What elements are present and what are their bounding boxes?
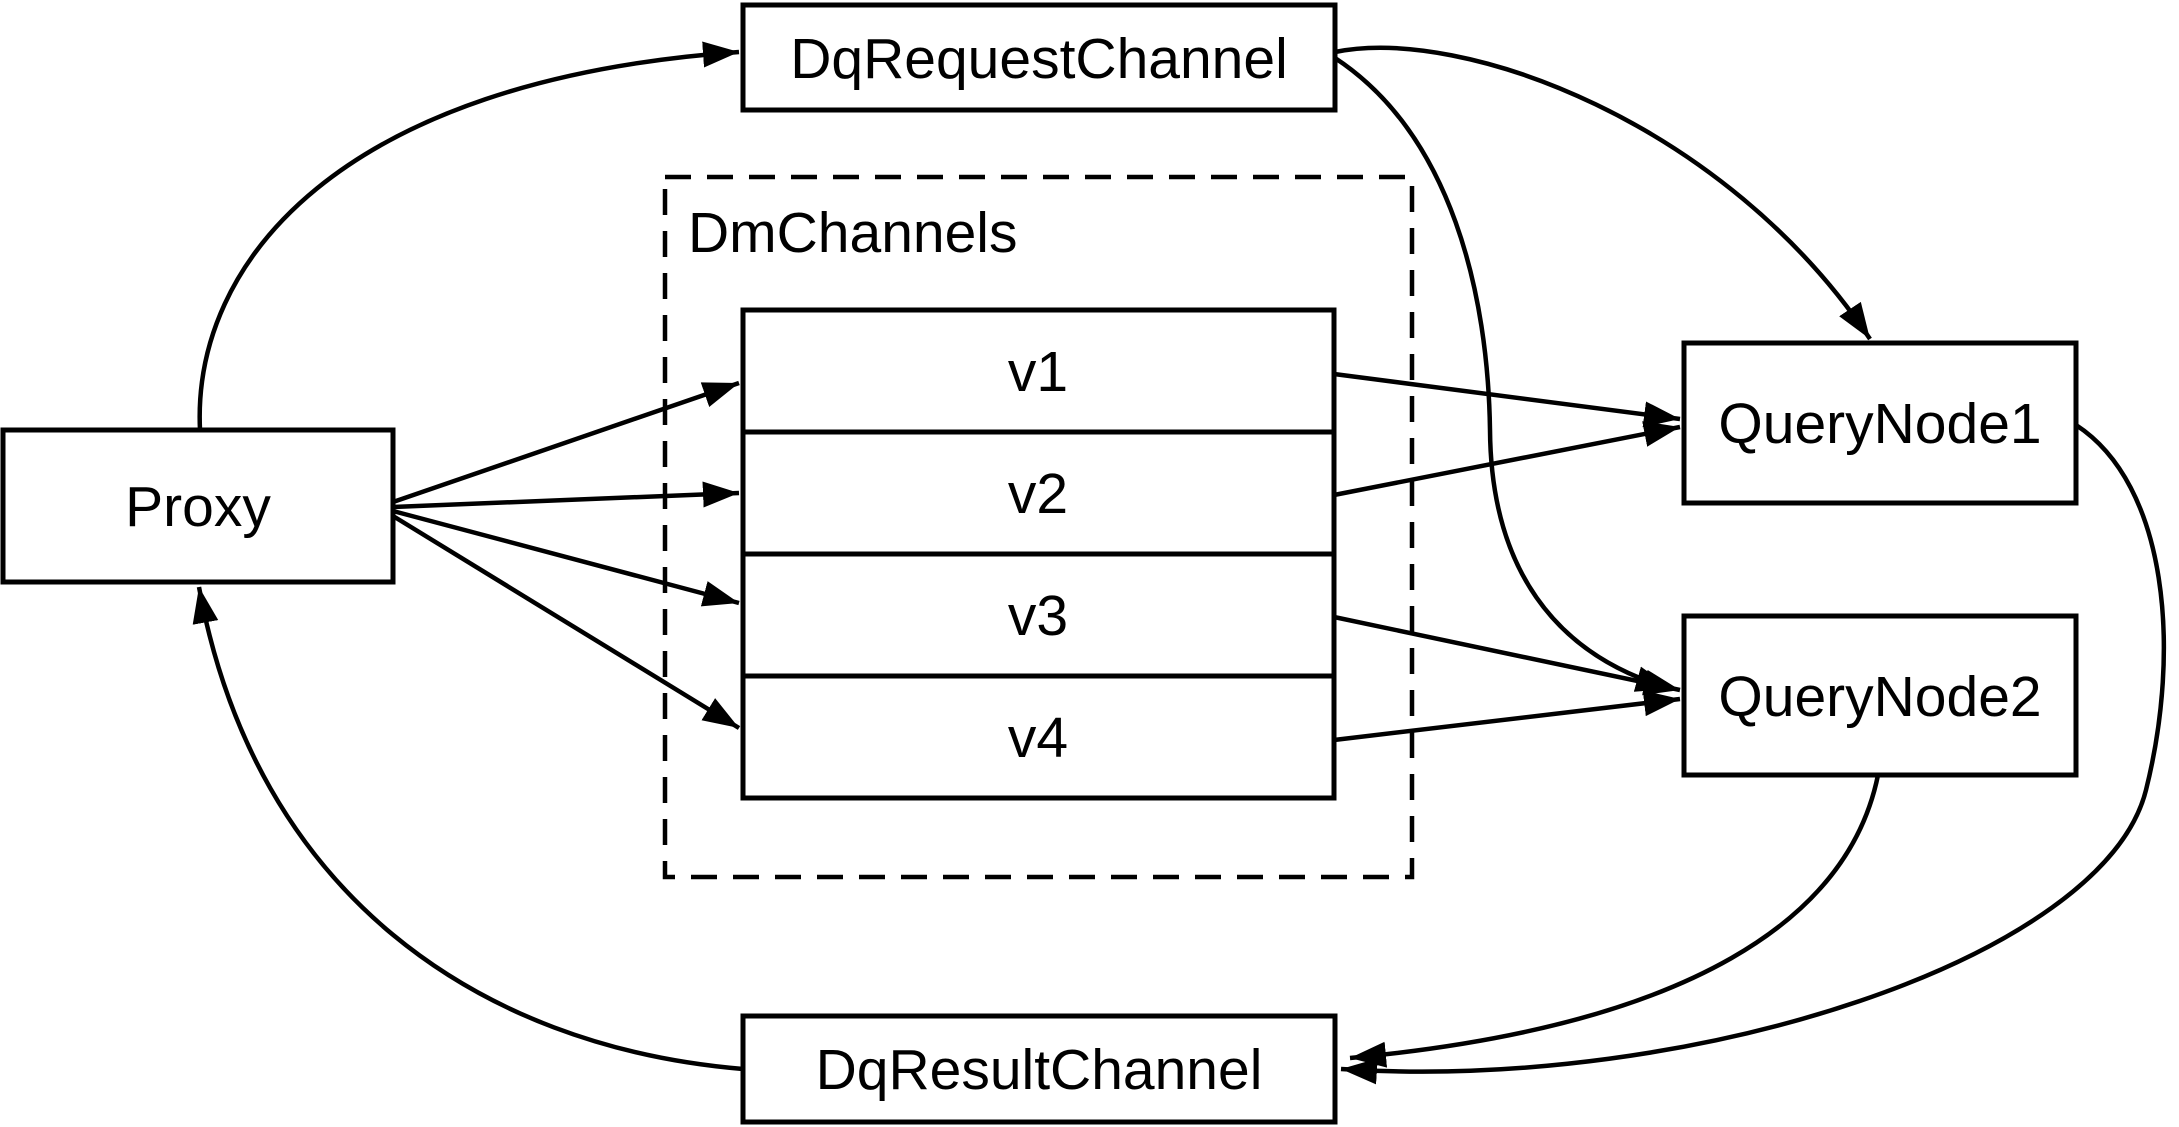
edge-v4-to-query-node-2: [1333, 690, 1681, 743]
edge-proxy-to-dq-request-channel: [197, 41, 740, 431]
edge-v1-to-query-node-1: [1333, 371, 1681, 428]
dm-channels-group: DmChannels v1 v2 v3 v4: [662, 174, 1415, 880]
dq-result-channel-node: DqResultChannel: [740, 1013, 1338, 1125]
dq-request-channel-label: DqRequestChannel: [790, 27, 1288, 91]
query-node-2-label: QueryNode2: [1718, 665, 2041, 729]
query-node-1-label: QueryNode1: [1718, 392, 2041, 456]
edge-dq-request-channel-to-query-node-1: [1334, 45, 1872, 341]
edge-proxy-to-v2: [392, 481, 740, 510]
proxy-label: Proxy: [125, 475, 271, 539]
edge-v2-to-query-node-1: [1333, 421, 1681, 498]
edge-proxy-to-v4: [391, 514, 741, 730]
query-node-1: QueryNode1: [1681, 340, 2079, 506]
dm-channels-group-label: DmChannels: [688, 201, 1017, 265]
edge-query-node-1-to-dq-result-channel: [1340, 423, 2167, 1085]
proxy-box: [0, 427, 396, 585]
edge-v3-to-query-node-2: [1333, 614, 1681, 696]
dm-channel-v4-label: v4: [1008, 706, 1068, 770]
dq-request-channel-node: DqRequestChannel: [740, 2, 1338, 113]
diagram-edges: [192, 41, 2167, 1085]
dq-request-channel-box: [740, 2, 1338, 113]
edge-query-node-2-to-dq-result-channel: [1349, 774, 1881, 1068]
dm-channel-v1-label: v1: [1008, 340, 1068, 404]
edge-dq-result-channel-to-proxy: [192, 586, 744, 1072]
dm-channel-table: v1 v2 v3 v4: [740, 307, 1337, 801]
dq-result-channel-box: [740, 1013, 1338, 1125]
query-node-2-box: [1681, 613, 2079, 778]
edge-proxy-to-v3: [392, 508, 740, 607]
dm-channel-v2-label: v2: [1008, 462, 1068, 526]
proxy-node: Proxy: [0, 427, 396, 585]
query-node-1-box: [1681, 340, 2079, 506]
dm-channel-v3-label: v3: [1008, 584, 1068, 648]
dm-channels-group-box: [662, 174, 1415, 880]
dq-result-channel-label: DqResultChannel: [816, 1038, 1263, 1102]
edge-proxy-to-v1: [392, 380, 740, 505]
query-node-2: QueryNode2: [1681, 613, 2079, 778]
edge-dq-request-channel-to-query-node-2: [1333, 56, 1673, 692]
